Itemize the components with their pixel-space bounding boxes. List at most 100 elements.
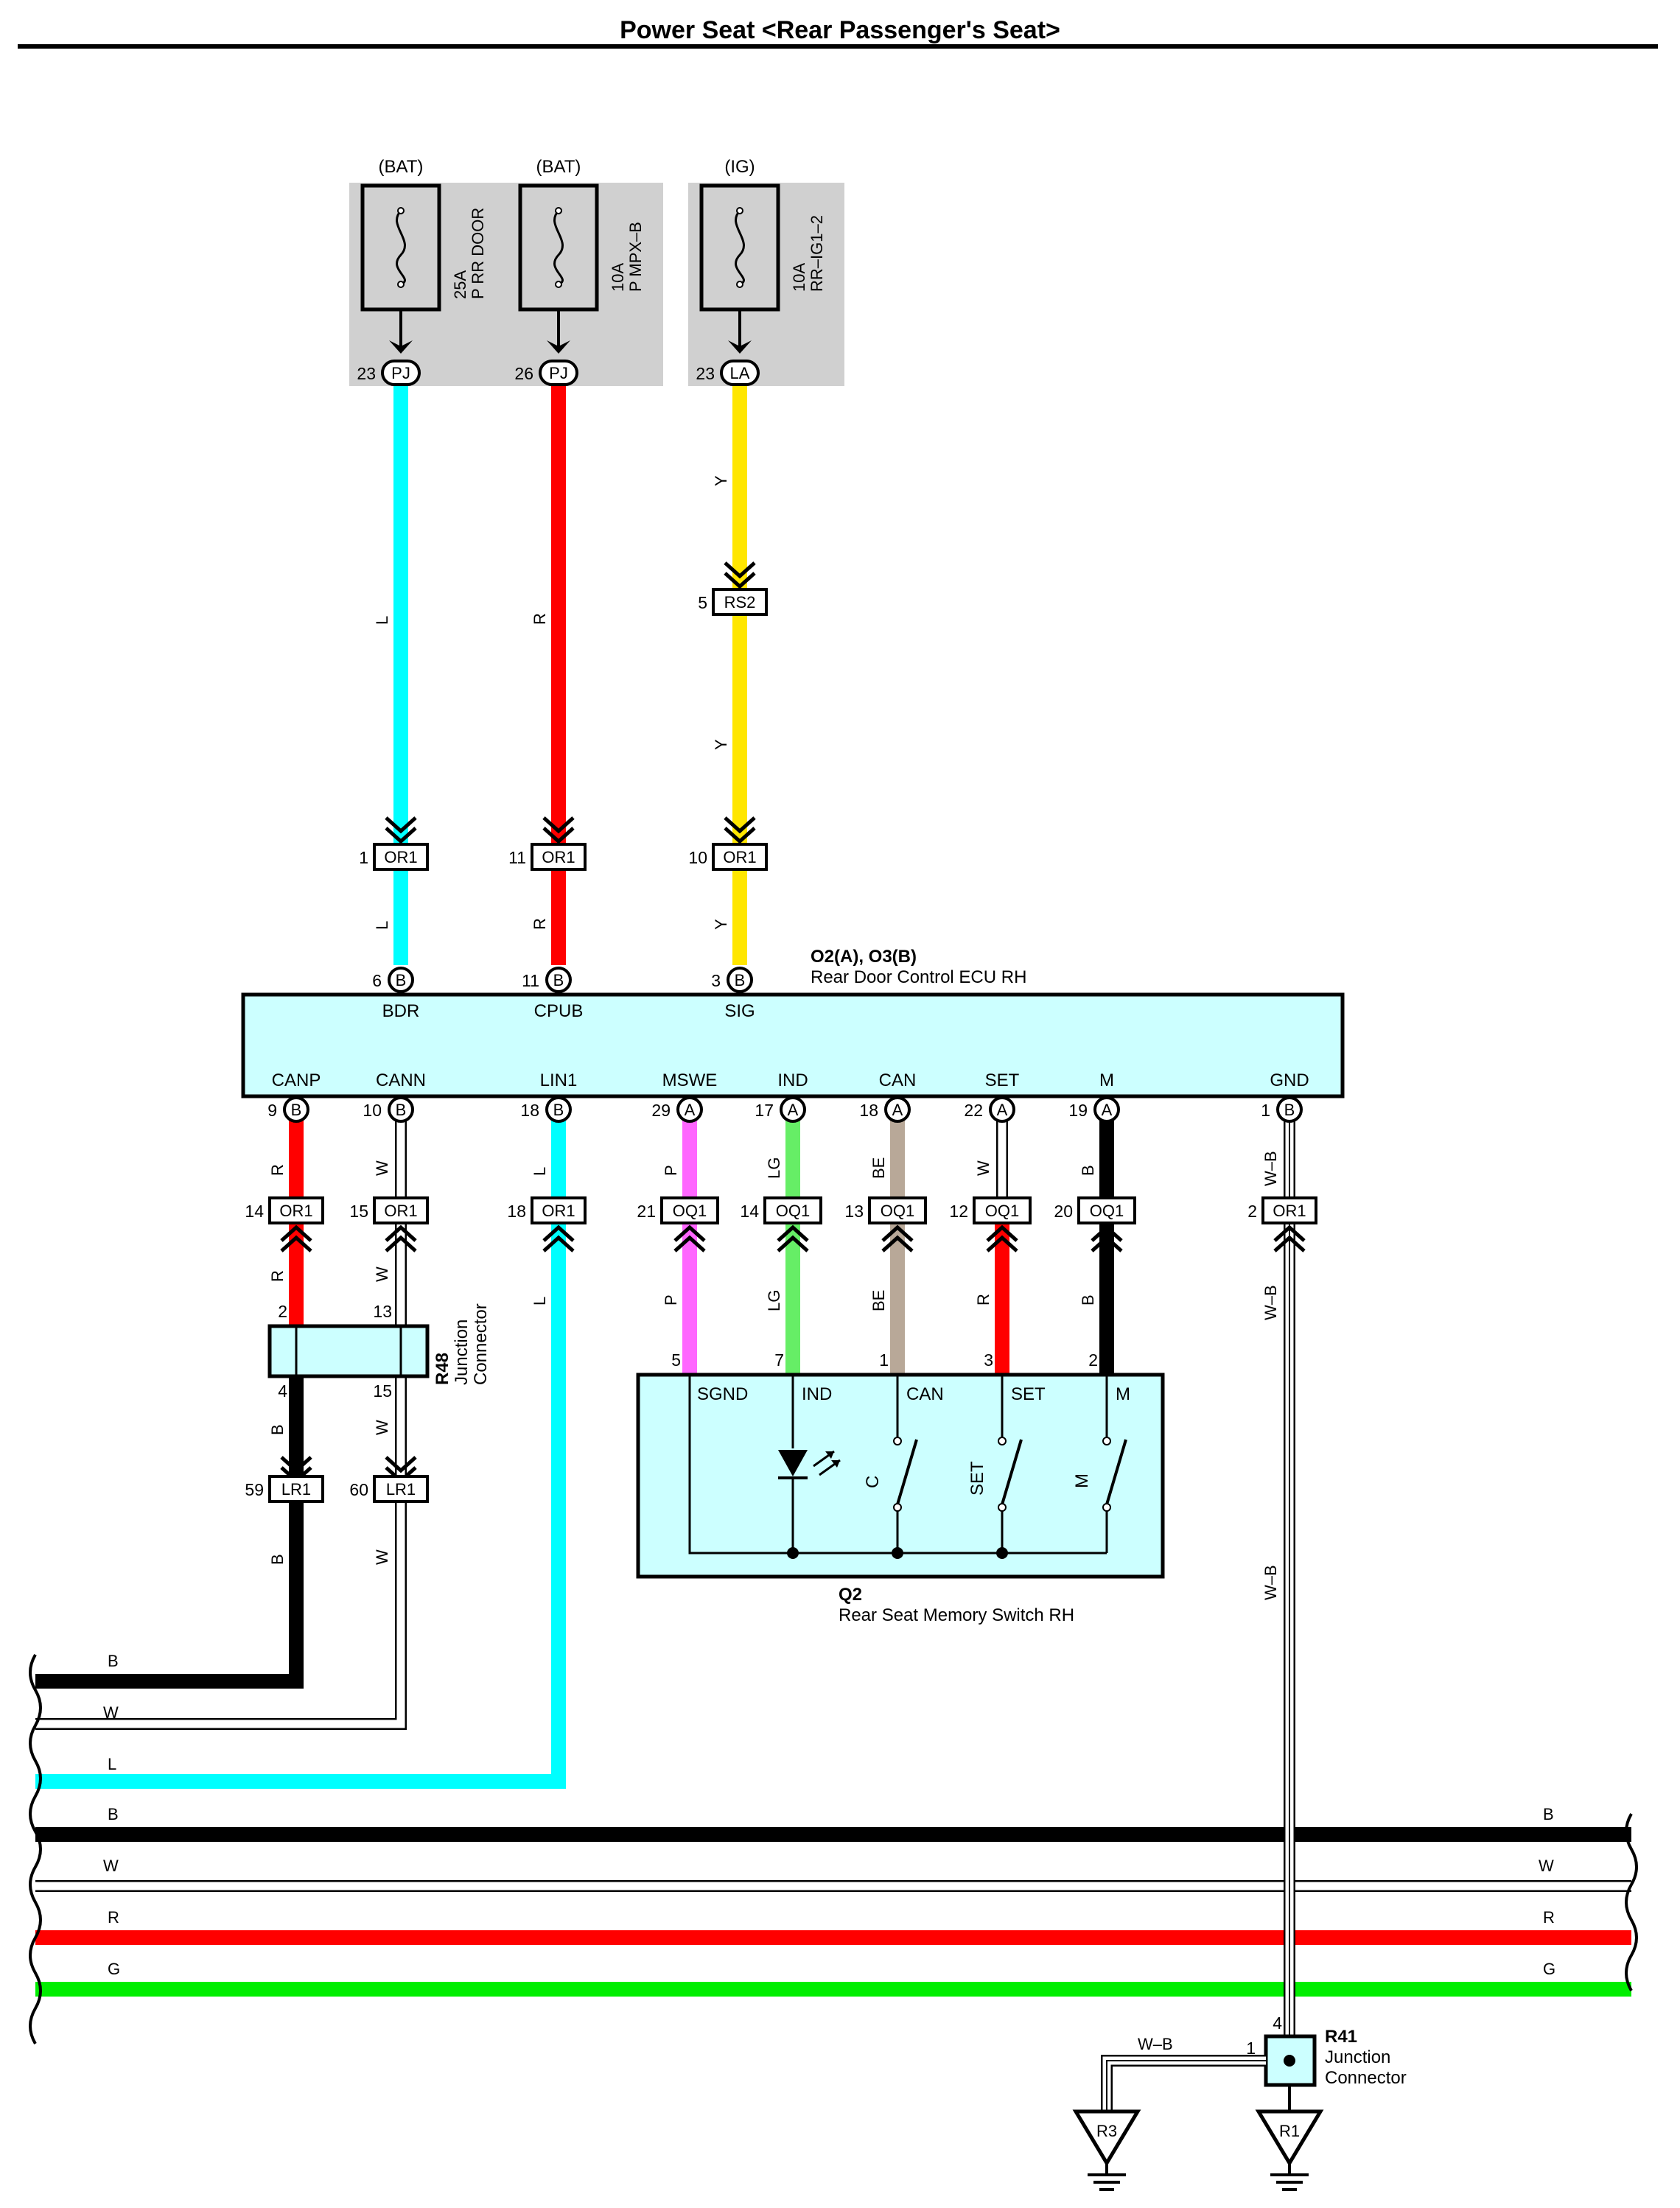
ecu-terminal-name: M <box>1099 1070 1114 1090</box>
ecu-bottom-terminals: B 9 B 10 B 18 A 29 A 17 A 18 A 22 A 19 B… <box>267 1096 1303 1123</box>
bus-label: G <box>108 1960 120 1978</box>
page-title: Power Seat <Rear Passenger's Seat> <box>620 16 1060 44</box>
svg-text:2: 2 <box>278 1302 287 1321</box>
fuse-connector-pj-23: PJ 23 <box>357 360 421 386</box>
title-rule <box>18 44 1658 49</box>
bus-label: W <box>103 1703 119 1722</box>
wire-label: L <box>373 921 391 930</box>
svg-text:R1: R1 <box>1279 2122 1300 2140</box>
svg-text:15: 15 <box>373 1381 392 1401</box>
svg-text:18: 18 <box>507 1202 526 1221</box>
svg-text:OR1: OR1 <box>542 848 575 866</box>
svg-text:5: 5 <box>671 1350 681 1370</box>
svg-text:OR1: OR1 <box>1273 1202 1306 1220</box>
wire-label: Y <box>712 919 730 930</box>
svg-text:4: 4 <box>278 1381 287 1401</box>
switch-id: Q2 <box>839 1585 862 1605</box>
fuse-rating: 10A <box>609 263 627 292</box>
connector-lr1-59: LR1 59 <box>245 1456 324 1503</box>
junction-connector-r41: 4 1 R41 Junction Connector <box>1246 2014 1407 2088</box>
connector-or1-15: OR1 15 <box>349 1196 429 1252</box>
svg-text:PJ: PJ <box>549 364 568 382</box>
bus-label: G <box>1543 1960 1555 1978</box>
fuse-connector-pj-26: PJ 26 <box>514 360 578 386</box>
svg-text:11: 11 <box>508 848 526 867</box>
wire-label: R <box>268 1270 287 1282</box>
svg-text:OR1: OR1 <box>279 1202 312 1220</box>
wire-label: R <box>974 1294 993 1305</box>
svg-text:IND: IND <box>802 1384 832 1404</box>
wire-label: W <box>373 1266 391 1282</box>
wire-label: R <box>268 1164 287 1176</box>
wire-cann-w <box>35 1110 407 1730</box>
ecu-terminal-sig: B 3 SIG <box>711 967 755 1021</box>
svg-text:60: 60 <box>349 1480 368 1499</box>
wire-label: W <box>373 1420 391 1435</box>
bus-label: L <box>108 1755 116 1773</box>
fuse-rr-ig1-2: (IG) 10A RR–IG1–2 <box>699 157 826 354</box>
connector-or1-11: OR1 11 <box>508 816 587 871</box>
fuse-rating: 10A <box>790 263 808 292</box>
svg-text:OR1: OR1 <box>384 848 417 866</box>
junction-connector-r48: 2 13 4 15 R48 Junction Connector <box>267 1302 491 1401</box>
bus-label: R <box>1543 1908 1555 1927</box>
svg-text:SGND: SGND <box>697 1384 748 1404</box>
wire-label: L <box>531 1167 549 1176</box>
svg-text:2: 2 <box>1088 1350 1098 1370</box>
fuse-panel-ig <box>688 183 844 386</box>
svg-text:17: 17 <box>755 1101 774 1120</box>
wire-label: W <box>974 1160 993 1176</box>
ground-r3: R3 <box>1072 2109 1141 2191</box>
wire-label: R <box>531 613 549 625</box>
svg-text:B: B <box>396 1101 407 1119</box>
connector-or1-1: OR1 1 <box>359 816 429 871</box>
wire-label: W–B <box>1138 2035 1173 2053</box>
fuse-supply-label: (BAT) <box>379 157 424 177</box>
svg-text:OR1: OR1 <box>542 1202 575 1220</box>
svg-text:SET: SET <box>967 1461 987 1496</box>
svg-text:1: 1 <box>359 848 368 867</box>
ecu-terminal-name: GND <box>1270 1070 1309 1090</box>
wire-label: P <box>662 1294 680 1305</box>
wire-label: W–B <box>1261 1151 1280 1186</box>
svg-text:B: B <box>553 971 564 989</box>
ecu-terminal-name: LIN1 <box>540 1070 578 1090</box>
ecu-terminal-name: CANN <box>376 1070 426 1090</box>
connector-oq1-21: OQ1 21 <box>637 1196 719 1252</box>
svg-text:C: C <box>863 1476 883 1488</box>
svg-text:B: B <box>291 1101 302 1119</box>
connector-lr1-60: LR1 60 <box>349 1456 429 1503</box>
fuse-p-rr-door: (BAT) 25A P RR DOOR <box>360 157 487 354</box>
wire-label: L <box>531 1297 549 1305</box>
wire-label: B <box>268 1554 287 1565</box>
bus-label: B <box>108 1805 119 1823</box>
svg-text:CAN: CAN <box>906 1384 944 1404</box>
memory-switch-q2: 5 7 1 3 2 SGND IND CAN SET M C SET <box>636 1350 1165 1579</box>
bus-label: B <box>108 1652 119 1670</box>
svg-text:M: M <box>1116 1384 1130 1404</box>
wire-label: B <box>1079 1165 1097 1176</box>
svg-text:RS2: RS2 <box>724 593 756 611</box>
ecu-terminal-name: SET <box>985 1070 1020 1090</box>
bus-label: R <box>108 1908 119 1927</box>
svg-text:SET: SET <box>1011 1384 1046 1404</box>
svg-text:22: 22 <box>964 1101 983 1120</box>
svg-text:19: 19 <box>1068 1101 1088 1120</box>
svg-text:29: 29 <box>651 1101 671 1120</box>
svg-text:18: 18 <box>520 1101 539 1120</box>
svg-text:13: 13 <box>373 1302 392 1321</box>
ecu-name: Rear Door Control ECU RH <box>811 967 1026 987</box>
svg-text:B: B <box>1284 1101 1295 1119</box>
break-mark-right <box>1625 1812 1638 1992</box>
svg-text:10: 10 <box>363 1101 382 1120</box>
svg-text:BDR: BDR <box>382 1001 420 1021</box>
ecu-terminal-bdr: B 6 BDR <box>372 967 420 1021</box>
fuse-supply-label: (IG) <box>724 157 755 177</box>
svg-text:18: 18 <box>859 1101 878 1120</box>
svg-text:1: 1 <box>1261 1101 1270 1120</box>
svg-text:2: 2 <box>1247 1202 1257 1221</box>
svg-text:14: 14 <box>740 1202 759 1221</box>
svg-text:21: 21 <box>637 1202 656 1221</box>
bus-label: W <box>1539 1857 1554 1875</box>
break-mark-left <box>29 1653 42 2045</box>
